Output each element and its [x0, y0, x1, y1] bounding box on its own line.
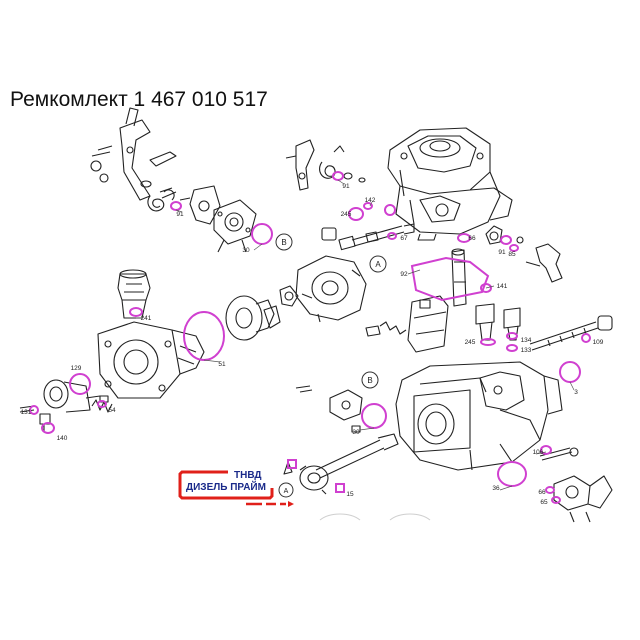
callout-141: 141: [497, 283, 508, 290]
logo-line-1: ТНВД: [234, 470, 262, 481]
spring-clip-left: [147, 189, 175, 212]
callout-142: 142: [365, 197, 376, 204]
logo-frame: [178, 470, 294, 507]
callout-67: 67: [400, 235, 408, 242]
callout-106: 106: [533, 449, 544, 456]
letter-circles: [275, 233, 387, 498]
callout-30-top: 30: [242, 247, 250, 254]
callout-109: 109: [593, 339, 604, 346]
page-title: Ремкомлект 1 467 010 517: [10, 88, 268, 111]
hydraulic-head: [97, 321, 205, 399]
lever-right: [516, 236, 563, 283]
callout-65: 65: [540, 499, 548, 506]
callout-133: 133: [521, 347, 532, 354]
solenoid: [43, 379, 101, 413]
callout-51: 51: [218, 361, 226, 368]
callout-245-right: 245: [465, 339, 476, 346]
company-logo: ТНВД ДИЗЕЛЬ ПРАЙМ: [176, 468, 296, 508]
callout-30-bottom: 30: [352, 429, 360, 436]
callout-b-bottom: B: [367, 376, 372, 385]
callout-245-top: 245: [341, 211, 352, 218]
roller-ring: [279, 285, 299, 307]
callout-66-top: 66: [468, 235, 476, 242]
governor-housing: [407, 295, 449, 353]
cover-plate-left: [179, 185, 221, 225]
timing-device: [553, 475, 613, 523]
gear-right: [485, 225, 503, 245]
callout-54: 54: [108, 407, 116, 414]
logo-line-2: ДИЗЕЛЬ ПРАЙМ: [186, 482, 266, 493]
cam-plate: [295, 255, 367, 323]
lever-assembly: [90, 107, 177, 201]
cover-bottom: [329, 389, 363, 421]
callout-129: 129: [71, 365, 82, 372]
drive-disk: [225, 295, 275, 341]
callout-241: 241: [141, 315, 152, 322]
spring-bolt: [365, 321, 407, 337]
spring-top: [319, 145, 366, 183]
callout-a-bottom: A: [284, 488, 289, 495]
callout-36: 36: [492, 485, 500, 492]
main-housing: [395, 361, 563, 471]
shadow-hints: [319, 513, 431, 521]
callout-140: 140: [57, 435, 68, 442]
drive-shaft: [283, 433, 399, 495]
coupling-small: [263, 305, 281, 329]
callout-85: 85: [508, 251, 516, 258]
callout-b-top: B: [281, 238, 286, 247]
callout-92: 92: [400, 271, 408, 278]
pump-head-top: [387, 127, 513, 241]
callout-131: 131: [21, 409, 32, 416]
shaft-right: [529, 315, 613, 351]
callout-91-right: 91: [498, 249, 506, 256]
callout-91-top: 91: [342, 183, 350, 190]
bolts-bottom: [295, 385, 361, 433]
callout-3: 3: [574, 389, 578, 396]
bracket-top: [285, 139, 315, 191]
callout-66-bottom: 66: [538, 489, 546, 496]
valve-right: [475, 303, 521, 341]
callout-15: 15: [346, 491, 354, 498]
callout-134: 134: [521, 337, 532, 344]
leader-lines: [136, 179, 575, 491]
callout-a-center: A: [375, 260, 381, 269]
callout-91-left: 91: [176, 211, 184, 218]
delivery-valve: [117, 269, 151, 319]
drive-flange-left: [213, 199, 257, 253]
